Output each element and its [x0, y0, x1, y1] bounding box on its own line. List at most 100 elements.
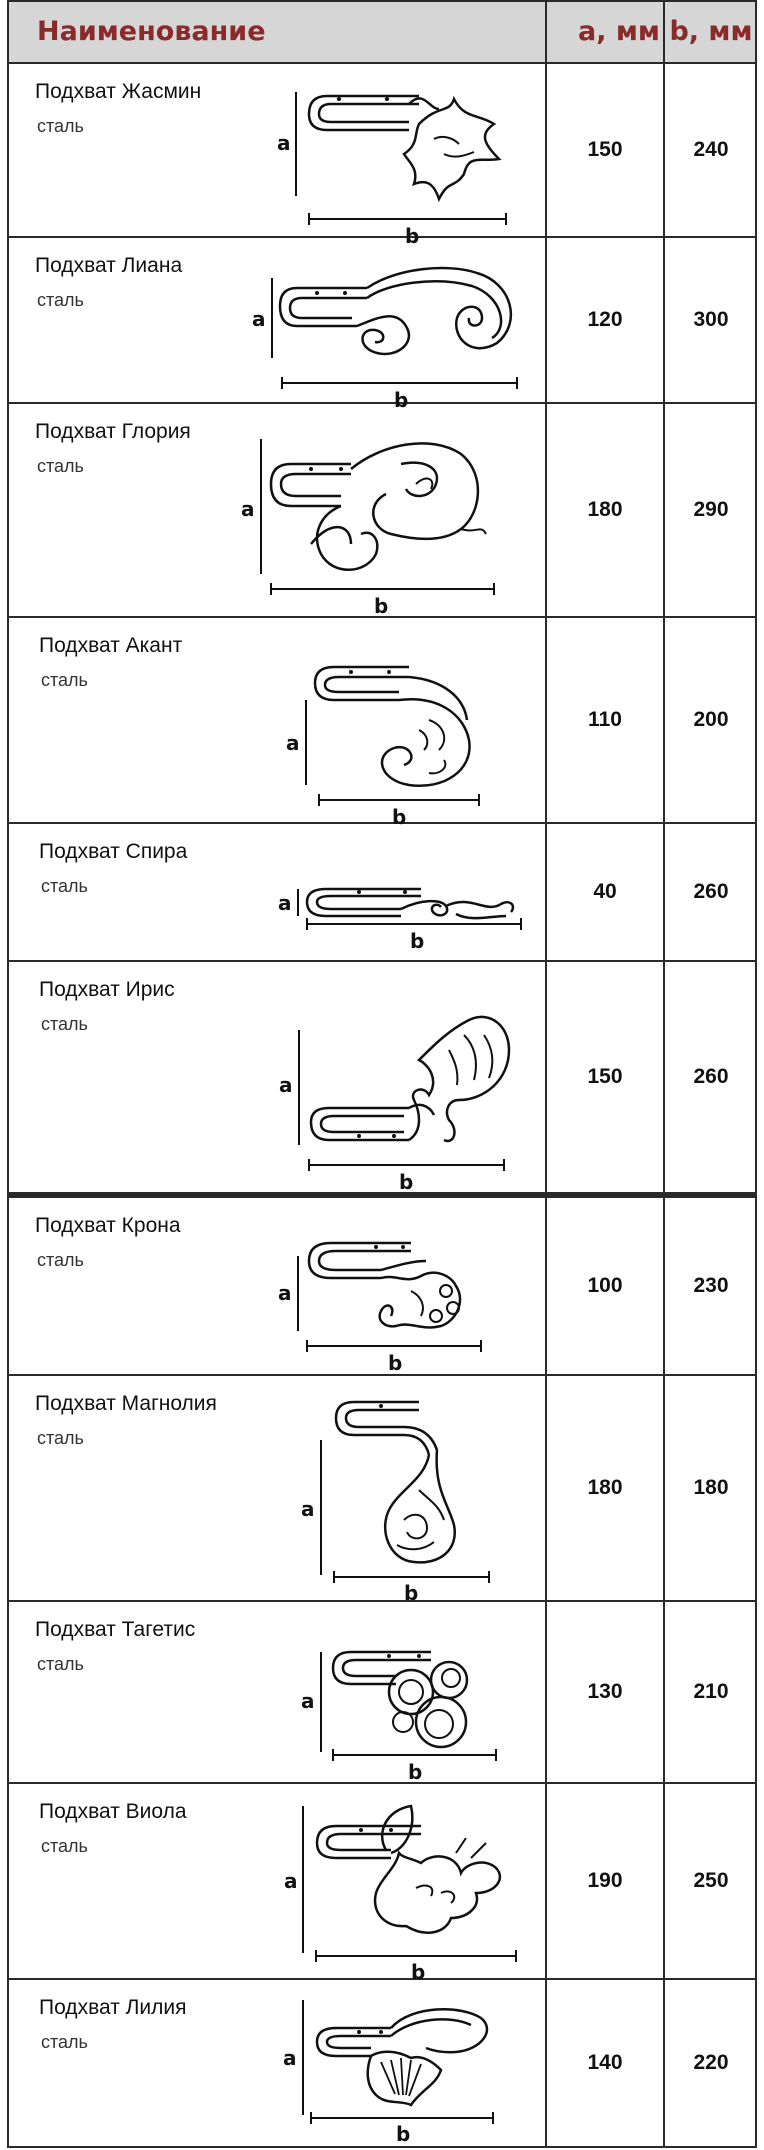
item-title: Подхват Ирис: [39, 978, 175, 1001]
item-b-value: 180: [693, 1476, 729, 1499]
item-b-value: 230: [693, 1274, 729, 1297]
item-title: Подхват Жасмин: [35, 80, 202, 103]
dimension-a-label: a: [284, 1869, 298, 1893]
dimension-b-label: b: [392, 805, 406, 829]
dimension-a-label: a: [279, 1073, 293, 1097]
row-divider: [663, 1376, 665, 1600]
item-b-value: 240: [693, 138, 729, 161]
row-divider: [545, 404, 547, 616]
item-material: сталь: [37, 116, 84, 136]
item-b-value: 250: [693, 1869, 729, 1892]
row-divider: [545, 618, 547, 822]
item-b-value: 210: [693, 1680, 729, 1703]
item-title: Подхват Магнолия: [35, 1392, 217, 1415]
magnolia-hook-drawing: a b: [299, 1390, 529, 1605]
liana-hook-drawing: a b: [247, 258, 537, 412]
table-row: Подхват Крона сталь a b 100 23: [7, 1194, 757, 1376]
dimension-a-label: a: [301, 1689, 315, 1713]
jasmine-hook-drawing: a b: [269, 84, 529, 248]
row-divider: [545, 1198, 547, 1374]
dimension-a-label: a: [241, 497, 255, 521]
table-row: Подхват Спира сталь a b 40 260: [7, 824, 757, 962]
item-material: сталь: [37, 1250, 84, 1270]
item-a-value: 180: [587, 498, 623, 521]
item-a-value: 40: [593, 880, 617, 903]
dimension-a-label: a: [286, 731, 300, 755]
gloria-hook-drawing: a b: [241, 424, 531, 618]
dimension-b-label: b: [411, 1960, 425, 1984]
dimension-b-label: b: [388, 1351, 402, 1375]
item-material: сталь: [37, 456, 84, 476]
item-material: сталь: [41, 1014, 88, 1034]
item-title: Подхват Крона: [35, 1214, 181, 1237]
header-b: b, мм: [669, 16, 753, 47]
table-row: Подхват Виола сталь a b 190 250: [7, 1784, 757, 1984]
header-divider: [663, 2, 665, 62]
viola-hook-drawing: a b: [281, 1798, 531, 1984]
row-divider: [663, 1198, 665, 1374]
item-a-value: 190: [587, 1869, 623, 1892]
item-material: сталь: [41, 1836, 88, 1856]
dimension-a-label: a: [283, 2046, 297, 2070]
item-b-value: 200: [693, 708, 729, 731]
table-row: Подхват Глория сталь a b 180 290: [7, 404, 757, 618]
dimension-b-label: b: [394, 388, 408, 412]
item-b-value: 290: [693, 498, 729, 521]
item-a-value: 150: [587, 1065, 623, 1088]
dimension-a-label: a: [278, 891, 292, 915]
row-divider: [663, 618, 665, 822]
lily-hook-drawing: a b: [281, 1990, 531, 2146]
table-row: Подхват Лилия сталь a b 140 220: [7, 1980, 757, 2148]
dimension-a-label: a: [252, 307, 266, 331]
dimension-a-label: a: [301, 1497, 315, 1521]
item-b-value: 260: [693, 880, 729, 903]
header-name: Наименование: [37, 16, 266, 47]
iris-hook-drawing: a b: [279, 990, 529, 1194]
row-divider: [545, 1376, 547, 1600]
item-material: сталь: [41, 2032, 88, 2052]
table-row: Подхват Ирис сталь a b 150 260: [7, 962, 757, 1194]
item-a-value: 180: [587, 1476, 623, 1499]
row-divider: [663, 1784, 665, 1978]
dimension-b-label: b: [408, 1760, 422, 1784]
row-divider: [545, 962, 547, 1192]
item-material: сталь: [37, 290, 84, 310]
item-a-value: 130: [587, 1680, 623, 1703]
dimension-b-label: b: [405, 224, 419, 248]
table-row: Подхват Лиана сталь a b 120 300: [7, 238, 757, 412]
table-header: Наименование a, мм b, мм: [7, 0, 757, 64]
row-divider: [663, 824, 665, 960]
item-title: Подхват Спира: [39, 840, 188, 863]
item-a-value: 150: [587, 138, 623, 161]
item-b-value: 300: [693, 308, 729, 331]
dimension-a-label: a: [278, 1281, 292, 1305]
item-title: Подхват Глория: [35, 420, 191, 443]
row-divider: [663, 962, 665, 1192]
dimension-b-label: b: [396, 2122, 410, 2146]
table-row: Подхват Акант сталь a b 110 200: [7, 618, 757, 829]
row-divider: [663, 238, 665, 402]
header-divider: [545, 2, 547, 62]
table-row: Подхват Магнолия сталь a b 180 180: [7, 1376, 757, 1605]
row-divider: [545, 238, 547, 402]
row-divider: [545, 64, 547, 236]
item-title: Подхват Лиана: [35, 254, 183, 277]
row-divider: [663, 1980, 665, 2146]
krona-hook-drawing: a b: [271, 1216, 521, 1376]
item-material: сталь: [41, 876, 88, 896]
item-material: сталь: [41, 670, 88, 690]
item-a-value: 100: [587, 1274, 623, 1297]
header-a: a, мм: [577, 16, 660, 47]
item-a-value: 110: [588, 708, 622, 731]
table-row: Подхват Тагетис сталь a b: [7, 1602, 757, 1784]
product-table: Наименование a, мм b, мм Подхват Жасмин …: [7, 0, 757, 2148]
item-title: Подхват Тагетис: [35, 1618, 196, 1641]
item-b-value: 220: [693, 2051, 729, 2074]
item-material: сталь: [37, 1428, 84, 1448]
acanthus-hook-drawing: a b: [279, 640, 519, 829]
row-divider: [545, 824, 547, 960]
table-row: Подхват Жасмин сталь a b 150 240: [7, 64, 757, 248]
dimension-b-label: b: [399, 1170, 413, 1194]
row-divider: [663, 1602, 665, 1782]
item-title: Подхват Виола: [39, 1800, 187, 1823]
